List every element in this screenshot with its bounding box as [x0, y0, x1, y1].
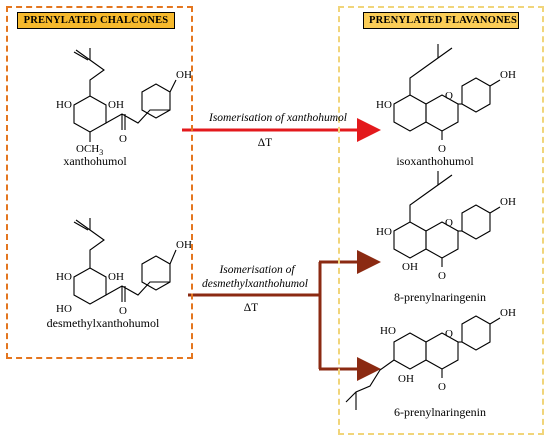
atom-oh: OH	[398, 373, 414, 385]
ring-b-oh-bond	[169, 79, 177, 93]
atom-o-ring: O	[445, 90, 453, 102]
compound-label-isoxanthohumol: isoxanthohumol	[396, 154, 474, 168]
atom-oh: OH	[176, 69, 192, 81]
ring-b-oh-bond	[489, 317, 501, 325]
compound-label-6-prenylnaringenin: 6-prenylnaringenin	[394, 405, 486, 419]
chalcones-title: PRENYLATED CHALCONES	[17, 12, 175, 29]
ring-c	[425, 221, 459, 259]
ring-b-oh-bond	[489, 79, 501, 87]
atom-oh: OH	[402, 261, 418, 273]
structure-desmethylxanthohumol	[73, 218, 177, 305]
atom-oh: OH	[500, 196, 516, 208]
ring-a	[73, 267, 107, 305]
atom-o-ring: O	[445, 217, 453, 229]
prenyl-chain	[345, 359, 395, 403]
atom-ho: HO	[56, 303, 72, 315]
enone-chain	[105, 109, 170, 124]
arrow-condition-bottom: ΔT	[243, 302, 259, 314]
prenyl-double	[73, 221, 89, 231]
arrow-label-bottom-line1: Isomerisation of	[219, 264, 295, 276]
prenyl-chain	[75, 49, 105, 96]
compound-label-8-prenylnaringenin: 8-prenylnaringenin	[394, 290, 486, 304]
prenyl-double	[73, 51, 89, 61]
atom-oh: OH	[500, 69, 516, 81]
ring-c	[425, 332, 459, 370]
structure-isoxanthohumol	[393, 44, 501, 140]
ring-b-oh-bond	[169, 249, 177, 265]
prenyl-chain	[409, 174, 453, 222]
structure-6-prenylnaringenin	[345, 315, 501, 410]
atom-och3-sub: 3	[99, 148, 103, 157]
atom-ho: HO	[376, 226, 392, 238]
enone-chain	[105, 281, 170, 296]
structure-8-prenylnaringenin	[393, 171, 501, 267]
flavanones-title: PRENYLATED FLAVANONES	[363, 12, 519, 29]
atom-o-ring: O	[445, 328, 453, 340]
chalcones-panel	[6, 6, 193, 359]
atom-oh: OH	[176, 239, 192, 251]
atom-oh: OH	[108, 99, 124, 111]
compound-label-desmethylxanthohumol: desmethylxanthohumol	[46, 316, 160, 330]
atom-oh: OH	[500, 307, 516, 319]
atom-och3: OCH3	[76, 143, 103, 157]
atom-oh: OH	[108, 271, 124, 283]
ring-b-oh-bond	[489, 206, 501, 214]
atom-labels: HO OH OH O OCH3 HO OH OH O HO HO OH O O …	[56, 69, 516, 393]
atom-ho: HO	[56, 99, 72, 111]
prenyl-chain	[409, 47, 453, 95]
flavanones-panel	[338, 6, 544, 435]
structure-xanthohumol	[73, 48, 177, 142]
arrow-isomerisation-desmethylxanthohumol	[188, 250, 381, 381]
prenyl-chain	[75, 219, 105, 268]
arrow-label-bottom-line2: desmethylxanthohumol	[201, 278, 309, 290]
atom-ho: HO	[56, 271, 72, 283]
atom-ho: HO	[380, 325, 396, 337]
atom-ho: HO	[376, 99, 392, 111]
atom-o: O	[438, 270, 446, 282]
atom-o: O	[438, 143, 446, 155]
compound-label-xanthohumol: xanthohumol	[63, 154, 127, 168]
ring-c	[425, 94, 459, 132]
arrow-condition-top: ΔT	[257, 137, 273, 149]
atom-o: O	[119, 305, 127, 317]
atom-och3-base: OCH	[76, 143, 99, 155]
atom-o: O	[119, 133, 127, 145]
arrow-label-top: Isomerisation of xanthohumol	[209, 112, 347, 124]
atom-o: O	[438, 381, 446, 393]
